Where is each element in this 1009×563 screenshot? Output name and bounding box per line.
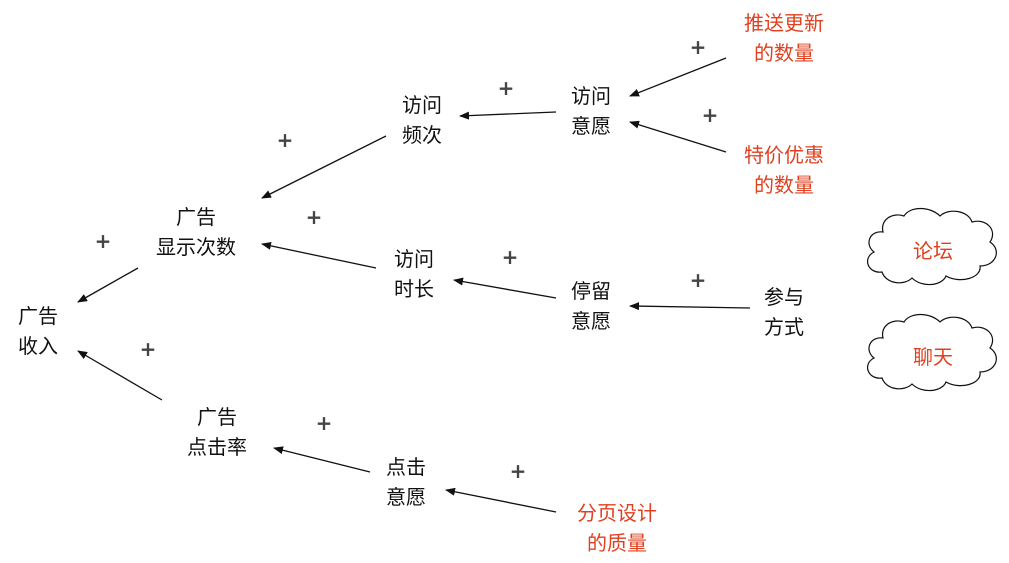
node-click-willingness-line-2: 意愿 xyxy=(386,485,426,509)
node-ad-impressions: 广告 显示次数 xyxy=(156,205,236,259)
cloud-chat-label: 聊天 xyxy=(913,345,953,369)
node-ad-ctr-line-2: 点击率 xyxy=(187,435,247,459)
cloud-forum-label: 论坛 xyxy=(913,239,953,263)
node-ad-revenue-line-2: 收入 xyxy=(18,334,58,358)
node-ad-ctr: 广告 点击率 xyxy=(187,405,247,459)
edge-arrow-stay_willingness-to-visit_duration xyxy=(453,277,557,299)
node-push-updates-line-2: 的数量 xyxy=(754,41,814,65)
edge-sign-participation_mode-to-stay_willingness: + xyxy=(690,268,707,292)
edge-sign-ad_impressions-to-ad_revenue: + xyxy=(95,229,112,253)
node-page-design-line-2: 的质量 xyxy=(587,531,647,555)
node-ad-revenue: 广告 收入 xyxy=(18,304,58,358)
node-click-willingness: 点击 意愿 xyxy=(386,455,426,509)
node-visit-duration: 访问 时长 xyxy=(394,247,434,301)
edge-arrow-ad_ctr-to-ad_revenue xyxy=(77,350,163,401)
node-stay-willingness-line-2: 意愿 xyxy=(571,309,611,333)
node-push-updates: 推送更新 的数量 xyxy=(744,11,824,65)
edge-arrow-visit_duration-to-ad_impressions xyxy=(261,241,377,269)
edge-arrow-participation_mode-to-stay_willingness xyxy=(629,302,751,311)
cloud-forum: 论坛 xyxy=(866,207,997,286)
node-visit-willingness: 访问 意愿 xyxy=(571,84,611,138)
edge-arrow-page_design-to-click_willingness xyxy=(445,487,557,513)
node-visit-duration-line-1: 访问 xyxy=(394,247,434,271)
edge-sign-click_willingness-to-ad_ctr: + xyxy=(316,411,333,435)
node-discounts-line-1: 特价优惠 xyxy=(744,143,824,167)
node-ad-impressions-line-1: 广告 xyxy=(176,205,216,229)
node-stay-willingness: 停留 意愿 xyxy=(571,279,611,333)
node-participation-mode-line-1: 参与 xyxy=(764,285,804,309)
node-ad-ctr-line-1: 广告 xyxy=(197,405,237,429)
node-visit-willingness-line-2: 意愿 xyxy=(571,114,611,138)
node-discounts: 特价优惠 的数量 xyxy=(744,143,824,197)
edge-sign-stay_willingness-to-visit_duration: + xyxy=(502,245,519,269)
node-participation-mode-line-2: 方式 xyxy=(764,315,804,339)
edge-sign-ad_ctr-to-ad_revenue: + xyxy=(140,337,157,361)
edge-arrow-ad_impressions-to-ad_revenue xyxy=(77,267,139,303)
signs-layer: + + + + + + + + + + + xyxy=(95,35,719,483)
edge-sign-visit_frequency-to-ad_impressions: + xyxy=(277,128,294,152)
edge-sign-visit_duration-to-ad_impressions: + xyxy=(306,205,323,229)
edge-arrow-visit_frequency-to-ad_impressions xyxy=(261,135,387,199)
node-ad-impressions-line-2: 显示次数 xyxy=(156,235,236,259)
edge-arrow-visit_willingness-to-visit_frequency xyxy=(459,111,557,120)
edge-arrow-discounts-to-visit_willingness xyxy=(629,120,727,153)
node-discounts-line-2: 的数量 xyxy=(754,173,814,197)
edge-sign-push_updates-to-visit_willingness: + xyxy=(690,35,707,59)
node-page-design-line-1: 分页设计 xyxy=(577,501,657,525)
node-stay-willingness-line-1: 停留 xyxy=(571,279,611,303)
edge-sign-page_design-to-click_willingness: + xyxy=(510,459,527,483)
cloud-chat: 聊天 xyxy=(866,313,997,392)
node-visit-frequency: 访问 频次 xyxy=(402,93,442,147)
edge-sign-discounts-to-visit_willingness: + xyxy=(702,103,719,127)
node-push-updates-line-1: 推送更新 xyxy=(744,11,824,35)
edge-arrow-click_willingness-to-ad_ctr xyxy=(273,446,371,473)
node-visit-frequency-line-2: 频次 xyxy=(402,123,442,147)
edge-sign-visit_willingness-to-visit_frequency: + xyxy=(498,76,515,100)
node-ad-revenue-line-1: 广告 xyxy=(18,304,58,328)
edge-arrow-push_updates-to-visit_willingness xyxy=(629,57,727,97)
node-click-willingness-line-1: 点击 xyxy=(386,455,426,479)
node-page-design: 分页设计 的质量 xyxy=(577,501,657,555)
node-participation-mode: 参与 方式 xyxy=(764,285,804,339)
node-visit-willingness-line-1: 访问 xyxy=(571,84,611,108)
edges-layer xyxy=(77,57,751,513)
node-visit-frequency-line-1: 访问 xyxy=(402,93,442,117)
node-visit-duration-line-2: 时长 xyxy=(394,277,434,301)
